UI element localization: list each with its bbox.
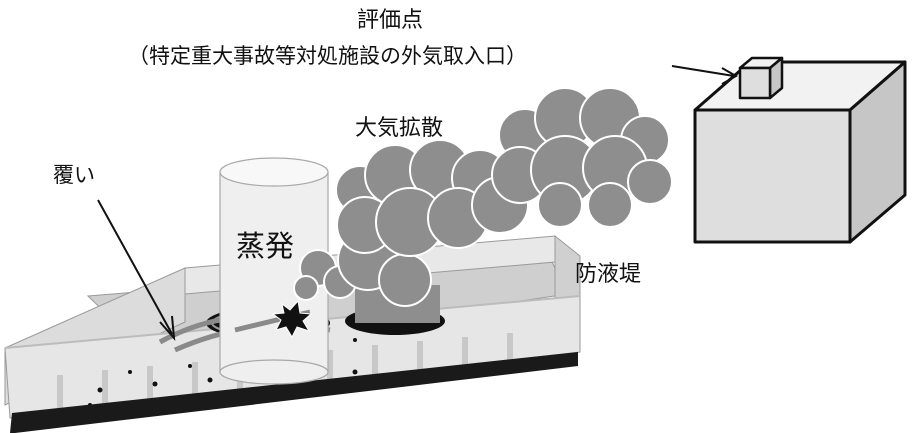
- evaporation-label: 蒸発: [236, 229, 295, 263]
- leak-burst: [271, 299, 313, 339]
- evaluation-point-label: 評価点: [357, 8, 424, 33]
- building-front: [693, 108, 852, 244]
- atmospheric-diffusion-label: 大気拡散: [355, 116, 444, 141]
- evaluation-arrow: [671, 65, 739, 85]
- evaluation-point-detail-label: （特定重大事故等対処施設の外気取入口）: [128, 44, 527, 68]
- cover-arrow: [97, 199, 176, 341]
- facility-building: [693, 56, 907, 244]
- air-intake-front: [738, 66, 772, 100]
- dike-label: 防液堤: [575, 262, 642, 287]
- cover-label: 覆い: [53, 163, 95, 187]
- dike-base-strip: [10, 352, 578, 433]
- diffusion-cloud: [293, 87, 673, 307]
